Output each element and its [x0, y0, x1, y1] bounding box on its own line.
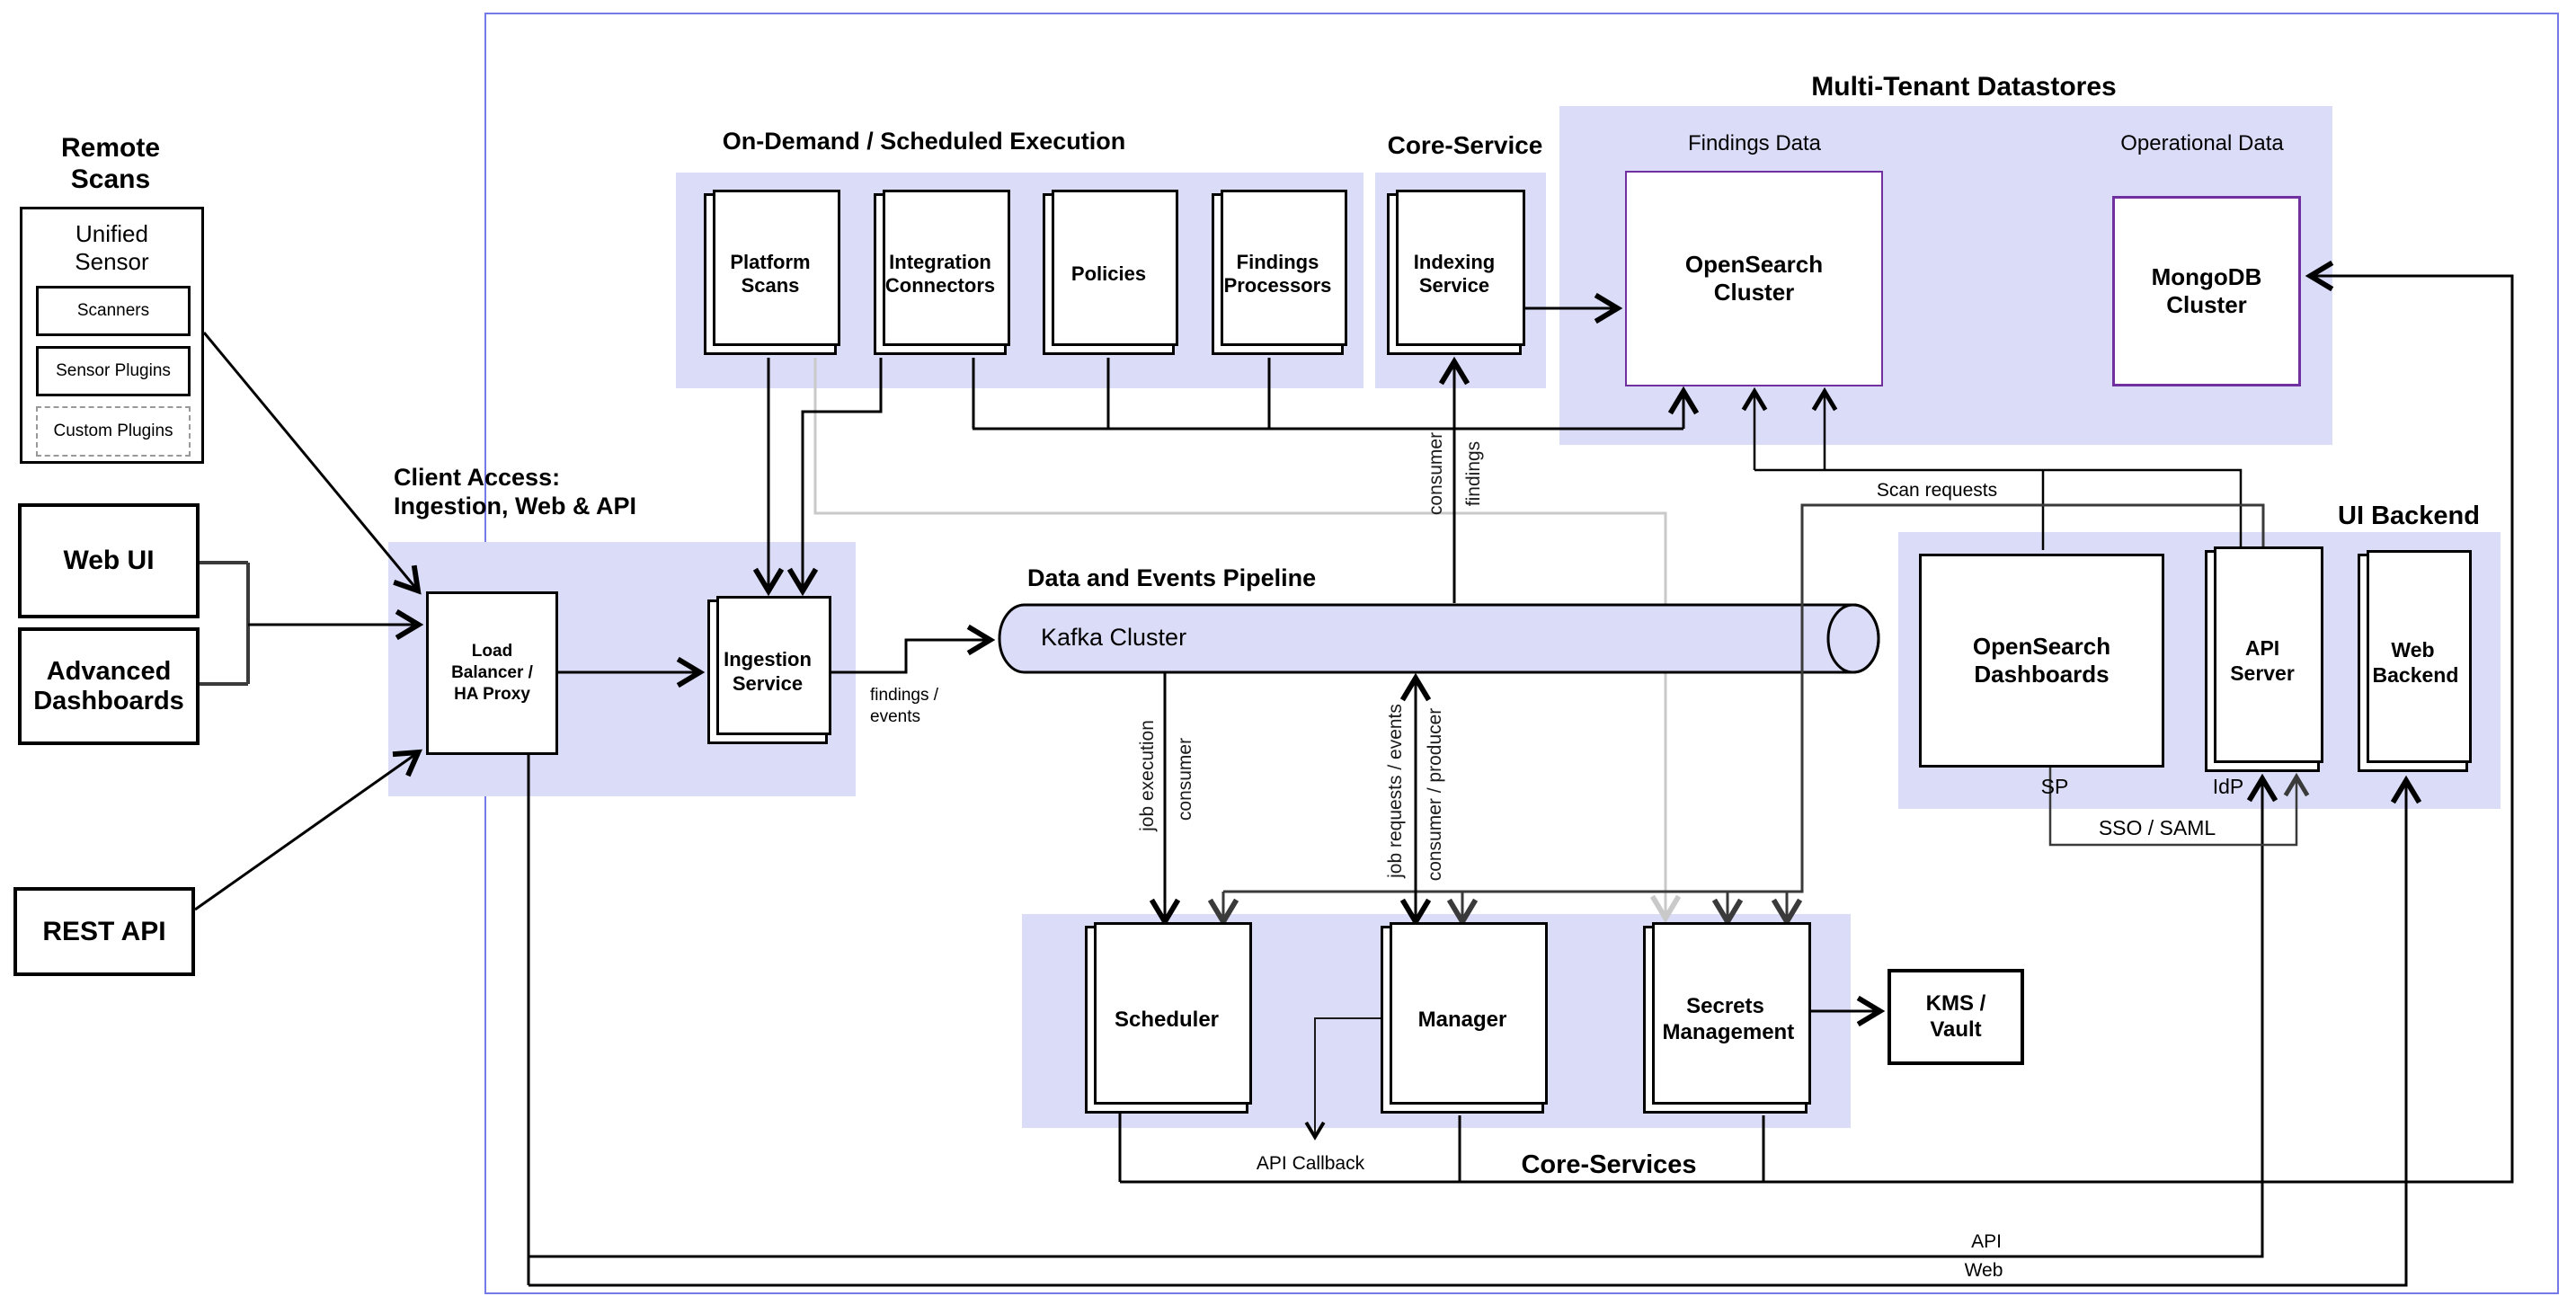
- edge-ingestion-to-kafka: [828, 624, 996, 674]
- on-demand-title: On-Demand / Scheduled Execution: [722, 128, 1126, 155]
- opensearch-cluster-label: OpenSearch Cluster: [1684, 250, 1824, 306]
- kms-vault-box: KMS / Vault: [1888, 969, 2024, 1065]
- custom-plugins-box: Custom Plugins: [36, 406, 191, 457]
- mongodb-cluster-label: MongoDB Cluster: [2151, 262, 2262, 318]
- operational-data-label: Operational Data: [2120, 131, 2284, 155]
- sp-label: SP: [2040, 775, 2069, 798]
- findings-data-label: Findings Data: [1687, 131, 1822, 155]
- edge-web-line: [529, 775, 2422, 1287]
- findings-processors-box: Findings Processors: [1212, 193, 1344, 355]
- edge-connectors-to-ingestion: [786, 358, 883, 597]
- edge-coreservices-to-mongodb: [1118, 276, 2514, 1184]
- web-ui-label: Web UI: [63, 546, 155, 575]
- mongodb-cluster-box: MongoDB Cluster: [2112, 196, 2301, 386]
- opensearch-dashboards-label: OpenSearch Dashboards: [1972, 632, 2111, 688]
- job-execution-consumer-label: consumer: [1175, 737, 1195, 821]
- edge-webui-bracket: [200, 561, 250, 686]
- ui-backend-title: UI Backend: [2338, 502, 2480, 530]
- kafka-cylinder: [998, 603, 1880, 674]
- load-balancer-box: Load Balancer / HA Proxy: [426, 591, 558, 755]
- ingestion-service-box: Ingestion Service: [707, 599, 828, 744]
- web-backend-label: Web Backend: [2372, 637, 2459, 687]
- scan-requests-label: Scan requests: [1876, 480, 1998, 501]
- secrets-management-label: Secrets Management: [1662, 993, 1795, 1044]
- api-callback-label: API Callback: [1256, 1153, 1365, 1174]
- job-execution-label: job execution: [1137, 720, 1158, 831]
- integration-connectors-box: Integration Connectors: [874, 193, 1007, 355]
- datastores-title: Multi-Tenant Datastores: [1811, 72, 2117, 102]
- web-backend-box: Web Backend: [2358, 554, 2468, 772]
- policies-label: Policies: [1070, 262, 1147, 285]
- edge-sensor-to-lb: [202, 332, 422, 595]
- findings-events-label: findings / events: [870, 686, 939, 726]
- manager-label: Manager: [1417, 1007, 1507, 1032]
- rest-api-box: REST API: [13, 887, 195, 976]
- advanced-dashboards-label: Advanced Dashboards: [33, 656, 184, 715]
- findings-processors-label: Findings Processors: [1223, 250, 1332, 297]
- core-services-title: Core-Services: [1521, 1150, 1697, 1179]
- custom-plugins-label: Custom Plugins: [53, 422, 173, 440]
- scanners-box: Scanners: [36, 286, 191, 336]
- sensor-plugins-box: Sensor Plugins: [36, 346, 191, 396]
- opensearch-cluster-box: OpenSearch Cluster: [1625, 171, 1883, 386]
- advanced-dashboards-box: Advanced Dashboards: [18, 627, 200, 745]
- scheduler-label: Scheduler: [1114, 1007, 1220, 1032]
- unified-sensor-label: Unified Sensor: [75, 220, 149, 276]
- scheduler-box: Scheduler: [1085, 926, 1248, 1114]
- idp-label: IdP: [2212, 775, 2244, 798]
- edge-manager-api-callback: [1304, 1017, 1381, 1141]
- edge-uibackend-query-bus: [1754, 468, 2243, 550]
- indexing-service-box: Indexing Service: [1387, 193, 1522, 355]
- policies-box: Policies: [1043, 193, 1175, 355]
- web-line-label: Web: [1964, 1260, 2003, 1281]
- kms-vault-label: KMS / Vault: [1925, 990, 1986, 1042]
- client-access-title: Client Access: Ingestion, Web & API: [394, 464, 636, 521]
- consumer-label: consumer: [1426, 431, 1446, 516]
- api-server-label: API Server: [2230, 635, 2295, 685]
- findings-label: findings: [1463, 440, 1484, 507]
- client-access-title-line1: Client Access:: [394, 464, 561, 491]
- opensearch-dashboards-box: OpenSearch Dashboards: [1919, 554, 2164, 768]
- integration-connectors-label: Integration Connectors: [884, 250, 996, 297]
- api-line-label: API: [1971, 1231, 2002, 1252]
- platform-scans-label: Platform Scans: [730, 250, 811, 297]
- rest-api-label: REST API: [42, 916, 166, 946]
- web-ui-box: Web UI: [18, 503, 200, 618]
- secrets-management-box: Secrets Management: [1643, 926, 1808, 1114]
- edge-platform-scans-to-secrets: [813, 358, 1682, 924]
- edge-execution-bus: [972, 358, 1683, 431]
- core-service-title: Core-Service: [1387, 131, 1543, 159]
- load-balancer-label: Load Balancer / HA Proxy: [451, 642, 533, 704]
- ingestion-service-label: Ingestion Service: [724, 648, 812, 695]
- sso-saml-label: SSO / SAML: [2098, 816, 2216, 839]
- scanners-label: Scanners: [76, 301, 150, 320]
- platform-scans-box: Platform Scans: [704, 193, 837, 355]
- sensor-plugins-label: Sensor Plugins: [56, 361, 171, 380]
- client-access-title-line2: Ingestion, Web & API: [394, 492, 637, 519]
- manager-box: Manager: [1381, 926, 1544, 1114]
- edge-scan-requests: [1223, 503, 2265, 893]
- pipeline-title: Data and Events Pipeline: [1027, 564, 1317, 591]
- edge-api-line: [529, 773, 2278, 1258]
- consumer-producer-label: consumer / producer: [1425, 707, 1445, 882]
- edge-restapi-to-lb: [194, 749, 422, 911]
- remote-scans-title: Remote Scans: [60, 133, 161, 194]
- edge-sso-saml: [2048, 768, 2310, 847]
- indexing-service-label: Indexing Service: [1413, 250, 1496, 297]
- kafka-label: Kafka Cluster: [1041, 624, 1187, 651]
- api-server-box: API Server: [2205, 550, 2320, 772]
- job-requests-events-label: job requests / events: [1385, 704, 1406, 878]
